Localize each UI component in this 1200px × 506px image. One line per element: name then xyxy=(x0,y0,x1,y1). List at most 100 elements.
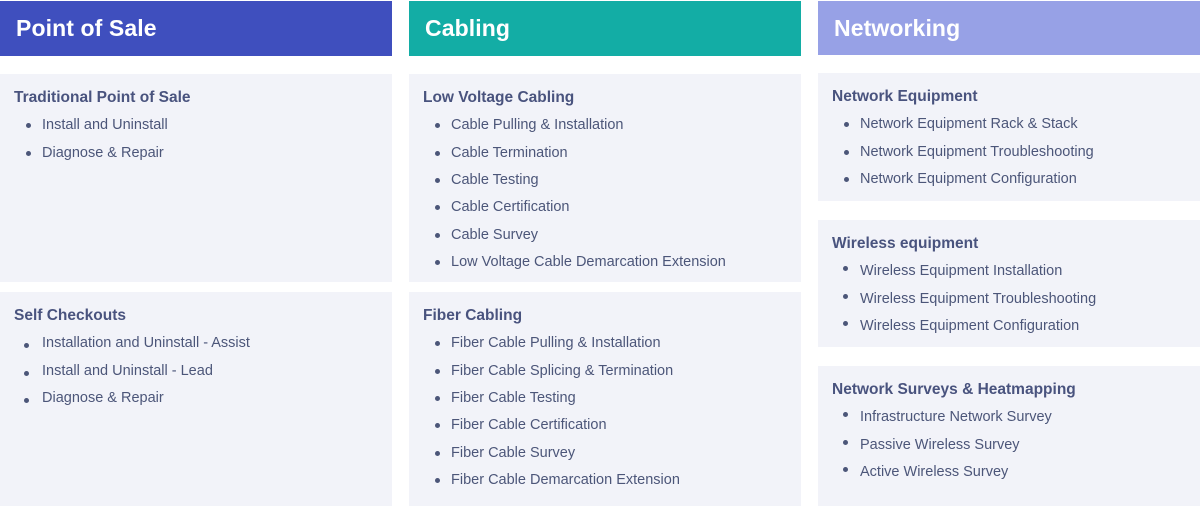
card-network-surveys-heatmapping: Network Surveys & Heatmapping Infrastruc… xyxy=(818,366,1200,506)
card-low-voltage-cabling: Low Voltage Cabling Cable Pulling & Inst… xyxy=(409,74,801,282)
list-item[interactable]: Wireless Equipment Installation xyxy=(830,258,1194,285)
list-item-label: Fiber Cable Splicing & Termination xyxy=(451,362,674,379)
list-item[interactable]: Cable Pulling & Installation xyxy=(421,112,785,139)
bullet-icon xyxy=(435,341,440,347)
list-item-label: Active Wireless Survey xyxy=(860,463,1009,480)
bullet-icon xyxy=(24,343,29,349)
list-item[interactable]: Fiber Cable Certification xyxy=(421,412,785,439)
card-title: Fiber Cabling xyxy=(423,307,523,324)
list-item[interactable]: Installation and Uninstall - Assist xyxy=(12,330,376,357)
column-header-cabling: Cabling xyxy=(409,1,801,56)
card-item-list: Network Equipment Rack & Stack Network E… xyxy=(830,111,1194,193)
list-item-label: Network Equipment Rack & Stack xyxy=(860,116,1078,133)
list-item-label: Network Equipment Configuration xyxy=(860,170,1077,187)
list-item-label: Wireless Equipment Troubleshooting xyxy=(860,290,1097,307)
bullet-icon xyxy=(435,478,440,484)
list-item-label: Wireless Equipment Configuration xyxy=(860,317,1080,334)
list-item[interactable]: Fiber Cable Survey xyxy=(421,440,785,467)
card-title: Traditional Point of Sale xyxy=(14,89,191,106)
bullet-icon xyxy=(435,395,440,401)
list-item[interactable]: Network Equipment Rack & Stack xyxy=(830,111,1194,138)
card-title: Network Surveys & Heatmapping xyxy=(832,381,1076,398)
list-item[interactable]: Fiber Cable Splicing & Termination xyxy=(421,358,785,385)
bullet-icon xyxy=(843,466,848,472)
list-item[interactable]: Infrastructure Network Survey xyxy=(830,404,1194,431)
bullet-icon xyxy=(26,123,31,129)
list-item[interactable]: Diagnose & Repair xyxy=(12,140,376,167)
card-stack-networking: Network Equipment Network Equipment Rack… xyxy=(818,55,1200,506)
bullet-icon xyxy=(435,260,440,266)
list-item-label: Passive Wireless Survey xyxy=(860,436,1020,453)
list-item-label: Fiber Cable Survey xyxy=(451,444,576,461)
list-item[interactable]: Cable Termination xyxy=(421,140,785,167)
bullet-icon xyxy=(435,177,440,183)
list-item-label: Diagnose & Repair xyxy=(42,389,164,406)
bullet-icon xyxy=(435,368,440,374)
column-header-networking: Networking xyxy=(818,1,1200,55)
card-stack-cabling: Low Voltage Cabling Cable Pulling & Inst… xyxy=(409,56,801,506)
list-item[interactable]: Fiber Cable Pulling & Installation xyxy=(421,330,785,357)
list-item-label: Fiber Cable Certification xyxy=(451,417,607,434)
list-item[interactable]: Cable Certification xyxy=(421,194,785,221)
bullet-icon xyxy=(843,412,848,418)
list-item-label: Network Equipment Troubleshooting xyxy=(860,143,1094,160)
card-title: Wireless equipment xyxy=(832,235,979,252)
card-item-list: Cable Pulling & Installation Cable Termi… xyxy=(421,112,785,276)
list-item-label: Fiber Cable Pulling & Installation xyxy=(451,335,661,352)
list-item[interactable]: Network Equipment Configuration xyxy=(830,166,1194,193)
bullet-icon xyxy=(435,150,440,156)
column-networking: Networking Network Equipment Network Equ… xyxy=(818,1,1200,506)
card-item-list: Installation and Uninstall - Assist Inst… xyxy=(12,330,376,412)
list-item-label: Cable Pulling & Installation xyxy=(451,117,624,134)
card-title: Self Checkouts xyxy=(14,307,126,324)
bullet-icon xyxy=(435,232,440,238)
card-fiber-cabling: Fiber Cabling Fiber Cable Pulling & Inst… xyxy=(409,292,801,506)
list-item[interactable]: Network Equipment Troubleshooting xyxy=(830,139,1194,166)
list-item-label: Diagnose & Repair xyxy=(42,144,164,161)
list-item-label: Cable Survey xyxy=(451,226,539,243)
card-title: Network Equipment xyxy=(832,88,978,105)
card-self-checkouts: Self Checkouts Installation and Uninstal… xyxy=(0,292,392,506)
card-wireless-equipment: Wireless equipment Wireless Equipment In… xyxy=(818,220,1200,347)
card-title: Low Voltage Cabling xyxy=(423,89,575,106)
list-item[interactable]: Diagnose & Repair xyxy=(12,385,376,412)
list-item[interactable]: Install and Uninstall - Lead xyxy=(12,358,376,385)
bullet-icon xyxy=(435,205,440,211)
bullet-icon xyxy=(843,320,848,326)
list-item-label: Install and Uninstall - Lead xyxy=(42,362,213,379)
list-item-label: Installation and Uninstall - Assist xyxy=(42,335,250,352)
card-item-list: Wireless Equipment Installation Wireless… xyxy=(830,258,1194,340)
card-stack-point-of-sale: Traditional Point of Sale Install and Un… xyxy=(0,56,392,506)
list-item[interactable]: Active Wireless Survey xyxy=(830,459,1194,486)
list-item-label: Cable Termination xyxy=(451,144,568,161)
bullet-icon xyxy=(435,423,440,429)
bullet-icon xyxy=(843,266,848,272)
bullet-icon xyxy=(435,123,440,129)
list-item[interactable]: Cable Testing xyxy=(421,167,785,194)
list-item[interactable]: Passive Wireless Survey xyxy=(830,432,1194,459)
list-item[interactable]: Wireless Equipment Configuration xyxy=(830,313,1194,340)
list-item-label: Infrastructure Network Survey xyxy=(860,409,1052,426)
list-item-label: Cable Certification xyxy=(451,199,570,216)
bullet-icon xyxy=(843,439,848,445)
bullet-icon xyxy=(843,293,848,299)
bullet-icon xyxy=(24,397,29,403)
list-item[interactable]: Cable Survey xyxy=(421,222,785,249)
column-point-of-sale: Point of Sale Traditional Point of Sale … xyxy=(0,1,392,506)
bullet-icon xyxy=(435,450,440,456)
list-item[interactable]: Fiber Cable Testing xyxy=(421,385,785,412)
bullet-icon xyxy=(26,150,31,156)
card-item-list: Fiber Cable Pulling & Installation Fiber… xyxy=(421,330,785,494)
list-item-label: Wireless Equipment Installation xyxy=(860,263,1063,280)
bullet-icon xyxy=(844,149,849,155)
bullet-icon xyxy=(24,370,29,376)
list-item[interactable]: Wireless Equipment Troubleshooting xyxy=(830,286,1194,313)
list-item[interactable]: Low Voltage Cable Demarcation Extension xyxy=(421,249,785,276)
list-item[interactable]: Fiber Cable Demarcation Extension xyxy=(421,467,785,494)
list-item-label: Low Voltage Cable Demarcation Extension xyxy=(451,254,726,271)
list-item-label: Fiber Cable Demarcation Extension xyxy=(451,472,680,489)
card-traditional-point-of-sale: Traditional Point of Sale Install and Un… xyxy=(0,74,392,282)
list-item[interactable]: Install and Uninstall xyxy=(12,112,376,139)
bullet-icon xyxy=(844,176,849,182)
